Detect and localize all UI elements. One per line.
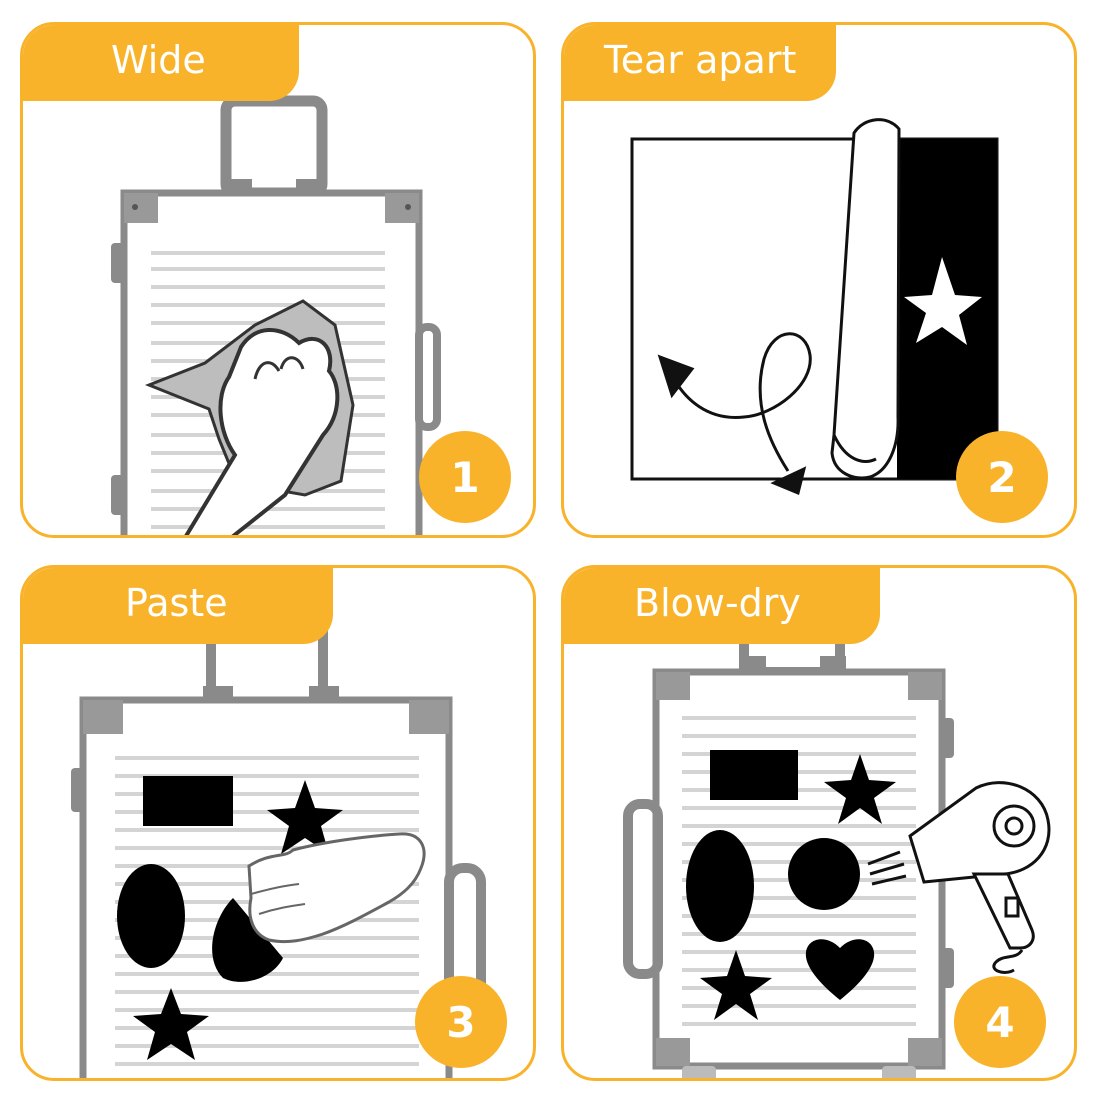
oval-sticker xyxy=(686,830,754,942)
rectangle-sticker xyxy=(710,750,798,800)
step-title: Wide xyxy=(23,25,299,101)
circle-sticker xyxy=(788,838,860,910)
suitcase-paste-illustration xyxy=(71,603,486,1078)
hair-dryer-icon xyxy=(908,781,1051,974)
peel-arrow-icon xyxy=(657,332,812,496)
rectangle-sticker xyxy=(143,776,233,826)
star-sticker-icon xyxy=(133,988,209,1060)
star-cutout-icon xyxy=(904,257,982,345)
corner-brackets xyxy=(656,672,942,1066)
side-handle xyxy=(623,799,663,979)
step-number-badge: 1 xyxy=(419,431,511,523)
star-sticker-icon xyxy=(267,780,343,854)
oval-sticker xyxy=(117,864,185,968)
wheels xyxy=(682,1066,916,1078)
corner-brackets xyxy=(83,700,449,734)
hand-press-icon xyxy=(247,832,426,944)
step-number-badge: 2 xyxy=(956,431,1048,523)
pressed-sticker xyxy=(212,898,283,982)
suitcase-handle xyxy=(220,95,328,199)
step-title: Paste xyxy=(23,568,333,644)
side-handle xyxy=(415,323,441,431)
heart-sticker-icon xyxy=(805,939,875,1000)
step-title: Blow-dry xyxy=(564,568,880,644)
star-sticker-icon xyxy=(700,950,772,1020)
peel-sticker-illustration xyxy=(630,118,999,496)
step-number-badge: 4 xyxy=(954,976,1046,1068)
suitcase-wipe-illustration xyxy=(111,95,441,535)
suitcase-blowdry-illustration xyxy=(623,623,1051,1078)
air-stream xyxy=(867,850,907,886)
step-panel-3: Paste 3 xyxy=(20,565,536,1081)
step-title: Tear apart xyxy=(564,25,836,101)
corner-brackets xyxy=(124,193,419,223)
step-panel-2: Tear apart 2 xyxy=(561,22,1077,538)
step-panel-1: Wide 1 xyxy=(20,22,536,538)
cloth-wipe-icon xyxy=(144,299,355,535)
peel-sticker-icon xyxy=(830,118,901,480)
star-sticker-icon xyxy=(824,754,896,824)
step-number-badge: 3 xyxy=(415,976,507,1068)
step-panel-4: Blow-dry 4 xyxy=(561,565,1077,1081)
